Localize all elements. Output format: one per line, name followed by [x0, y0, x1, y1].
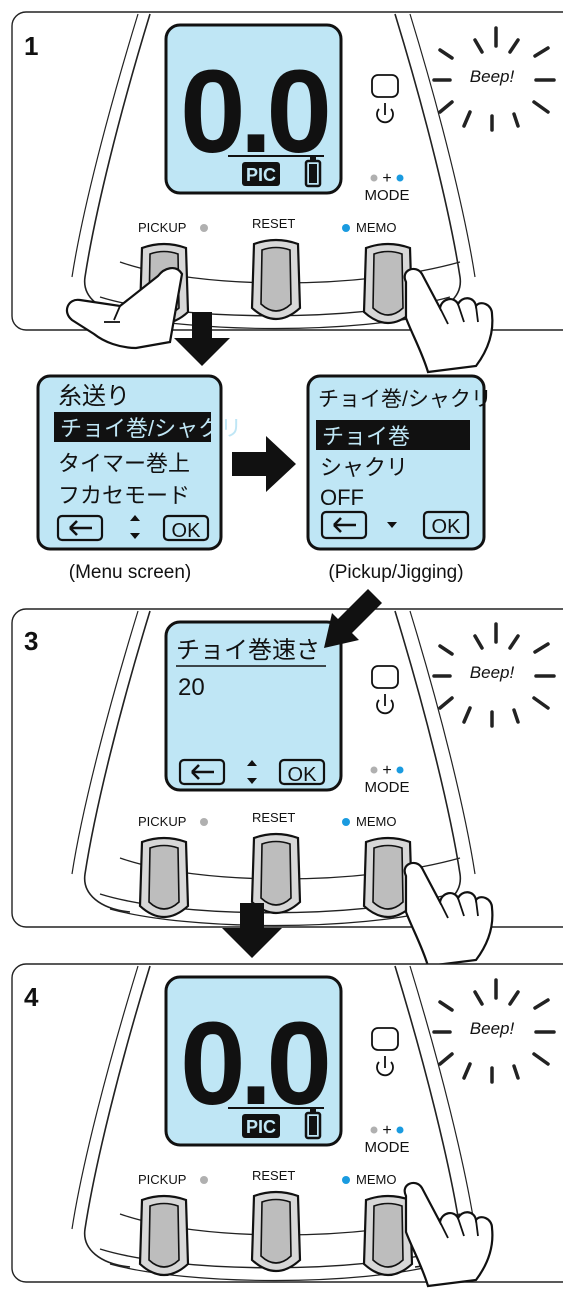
memo-dot-icon: [396, 1126, 404, 1134]
pickup-dot-icon: [200, 224, 208, 232]
battery-icon: [304, 157, 322, 188]
arrow-right-icon: [232, 436, 296, 492]
back-icon: [333, 517, 356, 533]
pickup-dot-icon: [200, 1176, 208, 1184]
memo-dot-icon: [396, 766, 404, 774]
reset-button[interactable]: [250, 1190, 302, 1273]
reset-button[interactable]: [250, 238, 302, 321]
pickup-dot-icon: [370, 1126, 378, 1134]
pickup-dot-icon: [370, 766, 378, 774]
pickup-lcd: [306, 374, 486, 551]
mode-badge: PIC: [246, 1117, 276, 1137]
pickup-button[interactable]: [138, 1194, 190, 1277]
mode-badge-bg: [242, 162, 280, 186]
memo-label: MEMO: [356, 814, 396, 829]
memo-button[interactable]: [362, 242, 414, 325]
ok-button[interactable]: [422, 510, 470, 540]
beep-text: Beep!: [470, 67, 515, 86]
pickup-item: OFF: [320, 485, 364, 510]
menu-caption: (Menu screen): [69, 562, 192, 583]
memo-dot-icon: [396, 174, 404, 182]
step1-panel: 1 0.0 PIC + MODE PICKUP RESET MEMO Beep!: [11, 11, 563, 374]
arrow-diagonal-icon: [324, 589, 382, 648]
pickup-label: PICKUP: [138, 1172, 186, 1187]
ok-button[interactable]: [278, 758, 326, 786]
menu-item-selected: チョイ巻/シャクリ: [60, 416, 242, 441]
menu-screen: 糸送り チョイ巻/シャクリ タイマー巻上 フカセモード OK (Menu scr…: [36, 374, 242, 583]
pickup-selection-bar: [316, 420, 470, 450]
pickup-label: PICKUP: [138, 814, 186, 829]
battery-icon: [304, 1109, 322, 1140]
mode-badge: PIC: [246, 165, 276, 185]
lcd-screen: [164, 620, 343, 792]
step3-number: 3: [24, 626, 38, 656]
mode-label: MODE: [365, 1139, 410, 1156]
reset-label: RESET: [252, 1168, 295, 1183]
beep-text: Beep!: [470, 1019, 515, 1038]
memo-label: MEMO: [356, 1172, 396, 1187]
arrow-down-icon: [222, 903, 282, 958]
pickup-label: PICKUP: [138, 220, 186, 235]
memo-button[interactable]: [362, 1194, 414, 1277]
back-button[interactable]: [56, 514, 104, 542]
pickup-item: シャクリ: [320, 455, 408, 480]
memo-label: MEMO: [356, 220, 396, 235]
lcd-screen: [164, 975, 343, 1147]
beep-text: Beep!: [470, 663, 515, 682]
reset-button[interactable]: [250, 832, 302, 915]
step1-number: 1: [24, 31, 38, 61]
menu-item: タイマー巻上: [58, 451, 190, 476]
memo-dot-icon: [342, 224, 350, 232]
mode-plus: +: [382, 1122, 391, 1139]
menu-item: フカセモード: [58, 483, 190, 508]
step4-panel: 4 0.0 PIC + MODE PICKUP RESET MEMO Beep!: [11, 963, 563, 1288]
pickup-caption: (Pickup/Jigging): [328, 562, 463, 583]
up-down-arrows-icon: [247, 760, 257, 784]
back-icon: [69, 520, 92, 536]
pickup-screen: チョイ巻/シャクリ チョイ巻 シャクリ OFF OK (Pickup/Jiggi…: [306, 374, 492, 583]
reset-label: RESET: [252, 216, 295, 231]
ok-label: OK: [288, 764, 318, 786]
display-value: 0.0: [180, 998, 327, 1130]
ok-button[interactable]: [162, 514, 210, 542]
speed-title: チョイ巻速さ: [176, 637, 320, 664]
up-down-arrows-icon: [130, 515, 140, 539]
memo-button[interactable]: [362, 836, 414, 919]
menu-item: 糸送り: [58, 383, 130, 410]
ok-label: OK: [432, 516, 462, 538]
speed-value: 20: [178, 674, 205, 701]
step3-panel: 3 チョイ巻速さ 20 OK + MODE PICKUP RESET MEMO …: [11, 608, 563, 968]
mode-plus: +: [382, 762, 391, 779]
mode-plus: +: [382, 170, 391, 187]
step4-number: 4: [24, 982, 39, 1012]
mode-label: MODE: [365, 779, 410, 796]
memo-dot-icon: [342, 818, 350, 826]
display-value: 0.0: [180, 46, 327, 178]
pickup-item-selected: チョイ巻: [322, 424, 410, 449]
back-button[interactable]: [178, 758, 226, 786]
down-arrow-icon: [387, 522, 397, 528]
lcd-screen: [164, 23, 343, 195]
pickup-title: チョイ巻/シャクリ: [318, 388, 492, 411]
pickup-dot-icon: [200, 818, 208, 826]
arrow-down-icon: [174, 312, 230, 366]
pickup-dot-icon: [370, 174, 378, 182]
menu-selection-bar: [54, 412, 211, 442]
mode-badge-bg: [242, 1114, 280, 1138]
reset-label: RESET: [252, 810, 295, 825]
back-button[interactable]: [320, 510, 368, 540]
pickup-button[interactable]: [138, 836, 190, 919]
ok-label: OK: [172, 520, 202, 542]
back-icon: [191, 764, 214, 780]
memo-dot-icon: [342, 1176, 350, 1184]
mode-label: MODE: [365, 187, 410, 204]
